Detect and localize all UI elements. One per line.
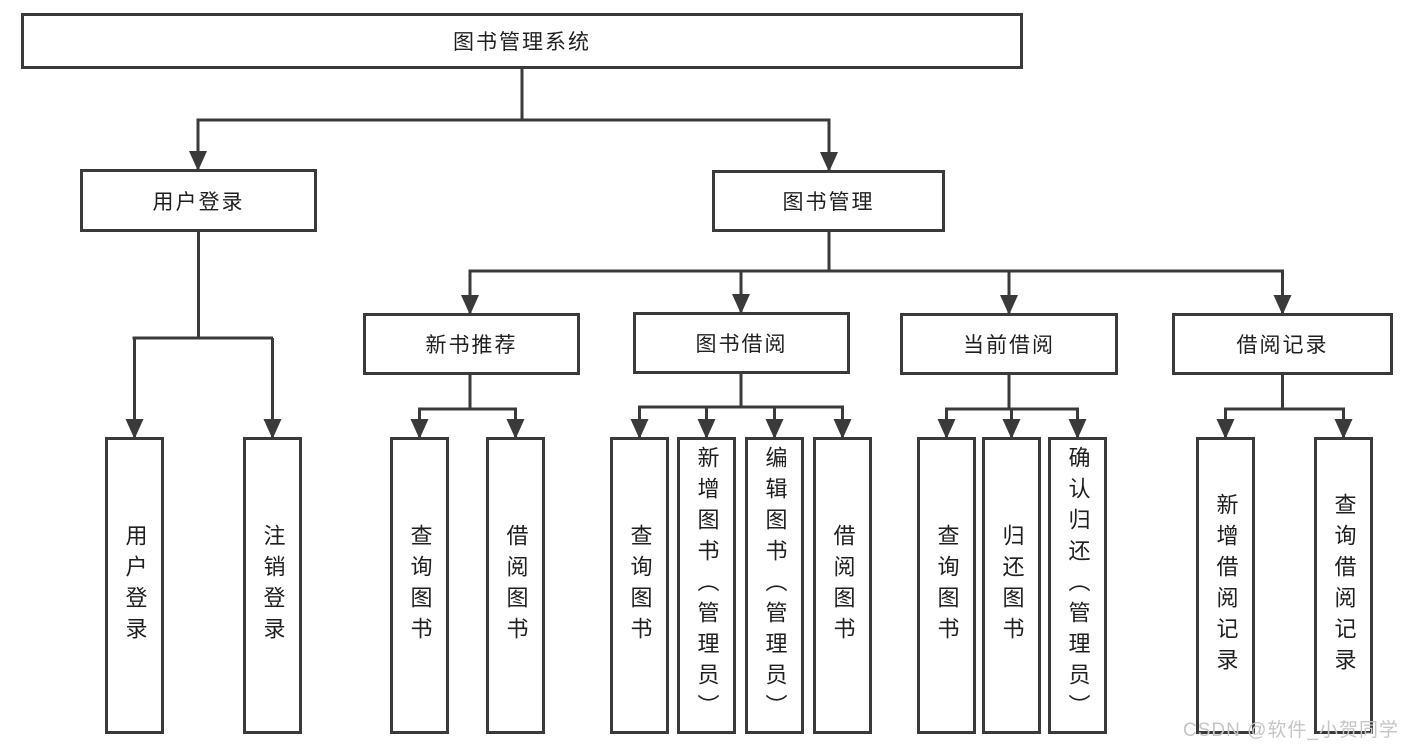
leaf-borrowing-query-books: 查询图书: [610, 437, 669, 734]
leaf-logout: 注销登录: [243, 437, 302, 734]
node-user-login: 用户登录: [80, 169, 317, 232]
node-borrow-records: 借阅记录: [1172, 313, 1393, 375]
leaf-current-return-books: 归还图书: [982, 437, 1041, 734]
node-book-borrowing: 图书借阅: [633, 312, 850, 374]
connectors-borrowing-children: [630, 374, 852, 439]
leaf-current-confirm-return-admin: 确认归还（管理员）: [1048, 437, 1107, 734]
leaf-current-query-books: 查询图书: [917, 437, 976, 734]
connectors-root-to-level2: [189, 69, 838, 172]
leaf-borrowing-edit-books-admin: 编辑图书（管理员）: [745, 437, 804, 734]
leaf-newbooks-borrow-books: 借阅图书: [486, 437, 545, 734]
leaf-records-add-record: 新增借阅记录: [1196, 437, 1255, 734]
leaf-borrowing-add-books-admin: 新增图书（管理员）: [677, 437, 736, 734]
leaf-newbooks-query-books: 查询图书: [390, 437, 449, 734]
connectors-user-login-children: [125, 232, 282, 439]
node-current-borrowing: 当前借阅: [900, 313, 1118, 375]
leaf-records-query-record: 查询借阅记录: [1314, 437, 1373, 734]
watermark: CSDN @软件_小贺同学: [1183, 720, 1399, 741]
connectors-book-mgmt-to-level3: [461, 232, 1292, 315]
node-book-management: 图书管理: [712, 170, 945, 232]
leaf-borrowing-borrow-books: 借阅图书: [813, 437, 872, 734]
node-new-book-recommend: 新书推荐: [363, 313, 580, 375]
node-root: 图书管理系统: [21, 13, 1023, 69]
connectors-new-books-children: [410, 375, 525, 439]
connectors-records-children: [1216, 375, 1353, 439]
leaf-user-login: 用户登录: [105, 437, 164, 734]
connectors-current-children: [937, 375, 1087, 439]
